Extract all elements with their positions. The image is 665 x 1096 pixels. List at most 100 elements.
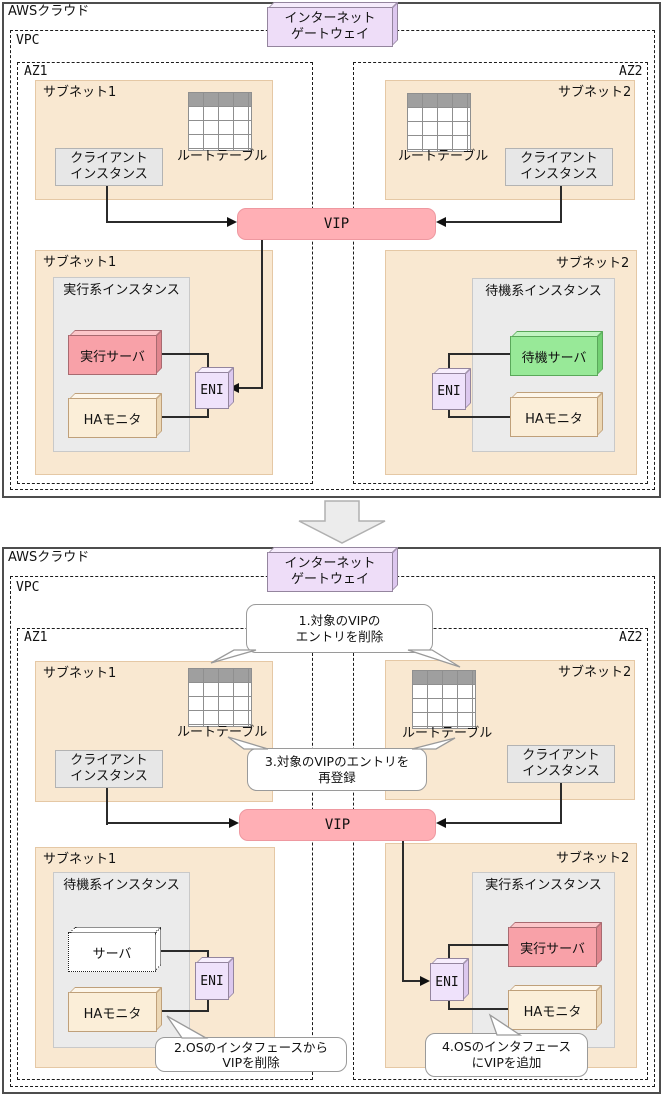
connector-line [157,1010,209,1012]
connector-line [450,1008,508,1010]
client-instance-label-line1: クライアント [70,753,148,768]
connector-line [450,416,510,418]
ha-monitor-box: HAモニタ [508,990,597,1030]
connector-line [402,980,422,982]
client-instance-box: クライアント インスタンス [505,148,613,186]
connector-line [446,221,562,223]
route-table-icon [412,670,476,729]
connector-line [402,841,404,981]
aws-cloud-label: AWSクラウド [8,4,90,19]
standby-instance-label: 待機系インスタンス [63,878,180,893]
route-table-label: ルートテーブル [177,149,268,164]
callout-tail-icon [411,737,456,750]
subnet2-upper-label: サブネット2 [558,85,632,100]
client-instance-label-line2: インスタンス [522,764,600,779]
connector-line [207,353,209,372]
internet-gateway-label-line1: インターネット [284,556,376,571]
arrowhead-right-icon [227,217,237,227]
vpc-label: VPC [16,580,40,595]
route-table-label: ルートテーブル [402,726,493,741]
route-table-icon [188,92,252,151]
active-server-box: 実行サーバ [68,335,157,375]
callout-step4: 4.OSのインタフェース にVIPを追加 [425,1033,588,1077]
connector-line [106,822,230,824]
active-instance-label: 実行系インスタンス [485,878,602,893]
connector-line [207,1000,209,1012]
connector-line [106,221,228,223]
connector-line [261,240,263,388]
callout-step1: 1.対象のVIPの エントリを削除 [246,604,433,653]
callout-step4-line1: 4.OSのインタフェース [441,1039,572,1054]
subnet1-upper-label: サブネット1 [43,85,117,100]
az2-label: AZ2 [619,64,643,79]
callout-tail-icon [227,736,269,750]
callout-step2: 2.OSのインタフェースから VIPを削除 [155,1037,347,1072]
callout-step2-line2: VIPを削除 [222,1054,280,1070]
transition-down-arrow-icon [298,500,386,544]
az2-box [353,628,648,1080]
route-table-icon [407,93,471,152]
arrowhead-left-icon [436,818,446,828]
vpc-label: VPC [16,33,40,48]
subnet2-lower-label: サブネット2 [556,256,630,271]
connector-line [157,416,209,418]
ha-monitor-box: HAモニタ [68,992,157,1032]
ha-monitor-box: HAモニタ [68,398,157,438]
connector-line [106,788,108,825]
client-instance-label-line1: クライアント [70,151,148,166]
client-instance-label-line1: クライアント [520,151,598,166]
subnet1-lower-label: サブネット1 [43,852,117,867]
connector-line [448,1001,450,1010]
aws-cloud-label: AWSクラウド [8,550,90,565]
callout-step3: 3.対象のVIPのエントリを 再登録 [247,748,427,791]
callout-tail-icon [166,1015,209,1039]
connector-line [156,950,209,952]
subnet1-upper-label: サブネット1 [43,666,117,681]
connector-line [106,186,108,223]
standby-server-box: 待機サーバ [510,336,598,376]
client-instance-label-line1: クライアント [522,748,600,763]
connector-line [450,353,510,355]
callout-step1-line1: 1.対象のVIPの [298,612,381,628]
client-instance-label-line2: インスタンス [70,167,148,182]
connector-line [560,186,562,223]
eni-box: ENI [432,373,466,410]
connector-line [450,944,508,946]
arrowhead-left-icon [229,383,239,393]
eni-box: ENI [195,962,229,1000]
az1-box [17,628,313,1080]
callout-step4-line2: にVIPを追加 [471,1055,542,1070]
arrowhead-right-icon [229,818,239,828]
subnet1-lower-label: サブネット1 [43,255,117,270]
vip-box: VIP [239,809,436,841]
client-instance-label-line2: インスタンス [70,769,148,784]
callout-step3-line2: 再登録 [318,769,356,785]
client-instance-label-line2: インスタンス [520,167,598,182]
route-table-icon [188,668,252,727]
ha-monitor-box: HAモニタ [510,397,598,437]
active-instance-label: 実行系インスタンス [63,283,180,298]
stopped-server-box: サーバ [68,932,156,972]
client-instance-box: クライアント インスタンス [55,148,163,186]
subnet2-upper-label: サブネット2 [558,665,632,680]
client-instance-box: クライアント インスタンス [55,750,163,788]
internet-gateway-label-line2: ゲートウェイ [290,572,369,587]
client-instance-box: クライアント インスタンス [507,745,615,783]
callout-tail-icon [488,1013,523,1036]
eni-box: ENI [195,372,229,409]
arrowhead-left-icon [436,217,446,227]
arrowhead-right-icon [420,976,430,986]
connector-line [560,783,562,824]
active-server-box: 実行サーバ [508,927,597,967]
connector-line [446,822,562,824]
callout-step3-line1: 3.対象のVIPのエントリを [264,753,410,769]
az2-label: AZ2 [619,630,643,645]
az1-label: AZ1 [24,630,48,645]
internet-gateway-box: インターネット ゲートウェイ [267,552,393,592]
az2-box [353,62,648,484]
standby-instance-label: 待機系インスタンス [485,284,602,299]
subnet2-lower-label: サブネット2 [556,851,630,866]
callout-tail-icon [407,649,461,668]
vip-box: VIP [237,208,436,240]
internet-gateway-box: インターネット ゲートウェイ [267,7,393,47]
